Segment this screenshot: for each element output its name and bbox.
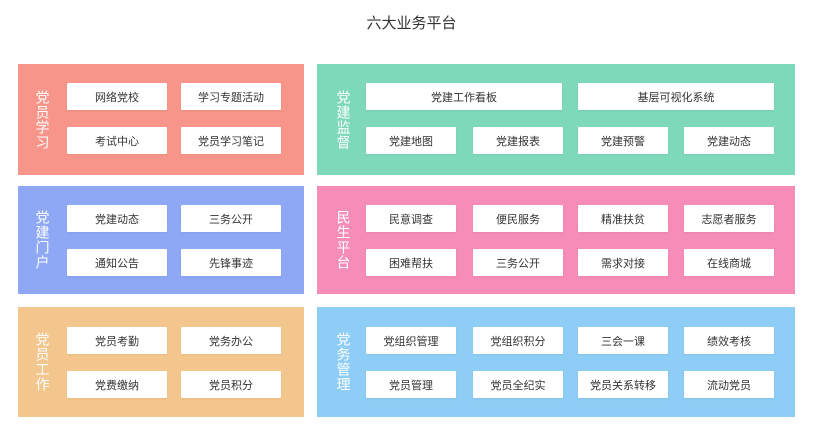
- button-member-full-record[interactable]: 党员全纪实: [473, 371, 563, 398]
- button-opinion-survey[interactable]: 民意调查: [366, 205, 456, 232]
- button-party-news[interactable]: 党建动态: [684, 127, 774, 154]
- panel-party-member-study: 党员学习 网络党校 学习专题活动 考试中心 党员学习笔记: [18, 64, 304, 175]
- panel-party-portal: 党建门户 党建动态 三务公开 通知公告 先锋事迹: [18, 186, 304, 294]
- button-study-notes[interactable]: 党员学习笔记: [181, 127, 281, 154]
- button-relation-transfer[interactable]: 党员关系转移: [578, 371, 668, 398]
- button-pioneer-deeds[interactable]: 先锋事迹: [181, 249, 281, 276]
- button-exam-center[interactable]: 考试中心: [67, 127, 167, 154]
- button-three-affairs-public[interactable]: 三务公开: [181, 205, 281, 232]
- button-work-dashboard[interactable]: 党建工作看板: [366, 83, 562, 110]
- button-three-affairs-public[interactable]: 三务公开: [473, 249, 563, 276]
- page-title: 六大业务平台: [366, 14, 457, 32]
- button-org-points[interactable]: 党组织积分: [473, 327, 563, 354]
- panel-label: 党员学习: [33, 89, 50, 150]
- panel-label: 党员工作: [33, 332, 50, 392]
- button-member-management[interactable]: 党员管理: [366, 371, 456, 398]
- button-convenience-service[interactable]: 便民服务: [473, 205, 563, 232]
- button-three-meetings-one-lesson[interactable]: 三会一课: [578, 327, 668, 354]
- button-online-party-school[interactable]: 网络党校: [67, 83, 167, 110]
- button-party-warning[interactable]: 党建预警: [578, 127, 668, 154]
- button-demand-matching[interactable]: 需求对接: [578, 249, 668, 276]
- button-dues-payment[interactable]: 党费缴纳: [67, 371, 167, 398]
- button-floating-members[interactable]: 流动党员: [684, 371, 774, 398]
- button-party-office[interactable]: 党务办公: [181, 327, 281, 354]
- panel-label: 党建门户: [33, 210, 50, 270]
- button-volunteer-service[interactable]: 志愿者服务: [684, 205, 774, 232]
- button-party-report[interactable]: 党建报表: [473, 127, 563, 154]
- button-party-map[interactable]: 党建地图: [366, 127, 456, 154]
- button-notices[interactable]: 通知公告: [67, 249, 167, 276]
- button-attendance[interactable]: 党员考勤: [67, 327, 167, 354]
- panel-party-supervision: 党建监督 党建工作看板 基层可视化系统 党建地图 党建报表 党建预警 党建动态: [317, 64, 795, 175]
- button-poverty-alleviation[interactable]: 精准扶贫: [578, 205, 668, 232]
- button-performance-assessment[interactable]: 绩效考核: [684, 327, 774, 354]
- panel-label: 民生平台: [334, 210, 351, 270]
- panel-party-member-work: 党员工作 党员考勤 党务办公 党费缴纳 党员积分: [18, 307, 304, 417]
- button-hardship-aid[interactable]: 困难帮扶: [366, 249, 456, 276]
- button-org-management[interactable]: 党组织管理: [366, 327, 456, 354]
- panel-livelihood-platform: 民生平台 民意调查 便民服务 精准扶贫 志愿者服务 困难帮扶 三务公开 需求对接…: [317, 186, 795, 294]
- button-online-mall[interactable]: 在线商城: [684, 249, 774, 276]
- button-study-topic-activity[interactable]: 学习专题活动: [181, 83, 281, 110]
- button-member-points[interactable]: 党员积分: [181, 371, 281, 398]
- panel-label: 党务管理: [334, 332, 351, 392]
- button-visualization-system[interactable]: 基层可视化系统: [578, 83, 774, 110]
- button-party-news[interactable]: 党建动态: [67, 205, 167, 232]
- panel-party-affairs-management: 党务管理 党组织管理 党组织积分 三会一课 绩效考核 党员管理 党员全纪实 党员…: [317, 307, 795, 417]
- panel-label: 党建监督: [334, 89, 351, 150]
